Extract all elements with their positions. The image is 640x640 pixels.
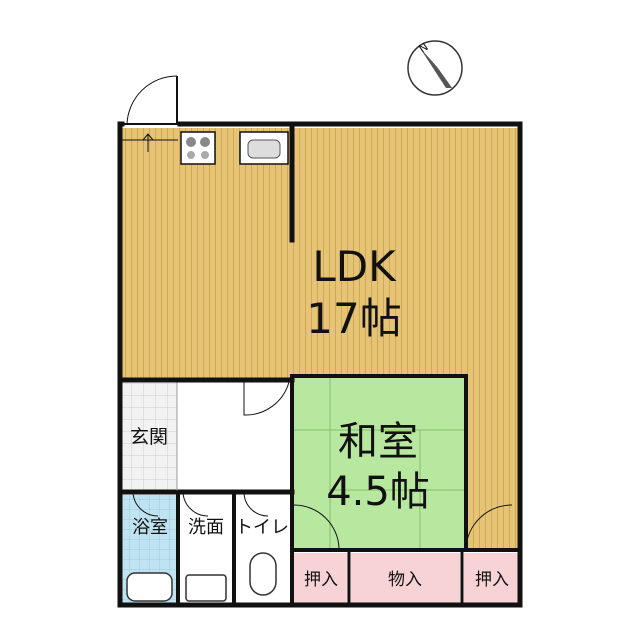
sink: [239, 131, 289, 165]
window-marks: [117, 121, 523, 608]
hall-floor: [177, 383, 289, 490]
washitsu-floor: [292, 378, 466, 548]
toilet-label: トイレ: [235, 517, 289, 538]
closet-right-label: 押入: [475, 570, 509, 590]
ldk-floor: [122, 128, 520, 548]
closet-right-floor: [464, 553, 520, 605]
bathtub: [126, 572, 173, 602]
washitsu-size: 4.5帖: [326, 469, 430, 515]
closet-left-label: 押入: [304, 570, 338, 590]
storage-floor: [351, 553, 460, 605]
genkan-label: 玄関: [130, 426, 168, 448]
tatami-lines: [292, 378, 466, 548]
storage-label: 物入: [388, 570, 422, 590]
toilet-fixture: [249, 552, 277, 596]
entrance-door: [122, 75, 178, 152]
ldk-size: 17帖: [306, 294, 401, 343]
floor-fills: [122, 128, 520, 605]
room-labels: LDK 17帖 和室 4.5帖 玄関 浴室 洗面 トイレ 押入 物入 押入: [130, 242, 509, 590]
ldk-name: LDK: [312, 242, 397, 291]
walls: [117, 121, 523, 608]
washitsu-name: 和室: [338, 419, 418, 465]
washbasin: [185, 574, 227, 602]
closet-left-floor: [294, 553, 348, 605]
stove: [180, 131, 216, 165]
interior-doors: [132, 381, 513, 549]
compass-rose: N: [407, 40, 463, 96]
genkan-tile: [122, 383, 177, 490]
washroom-label: 洗面: [188, 517, 224, 538]
bath-label: 浴室: [132, 517, 168, 538]
